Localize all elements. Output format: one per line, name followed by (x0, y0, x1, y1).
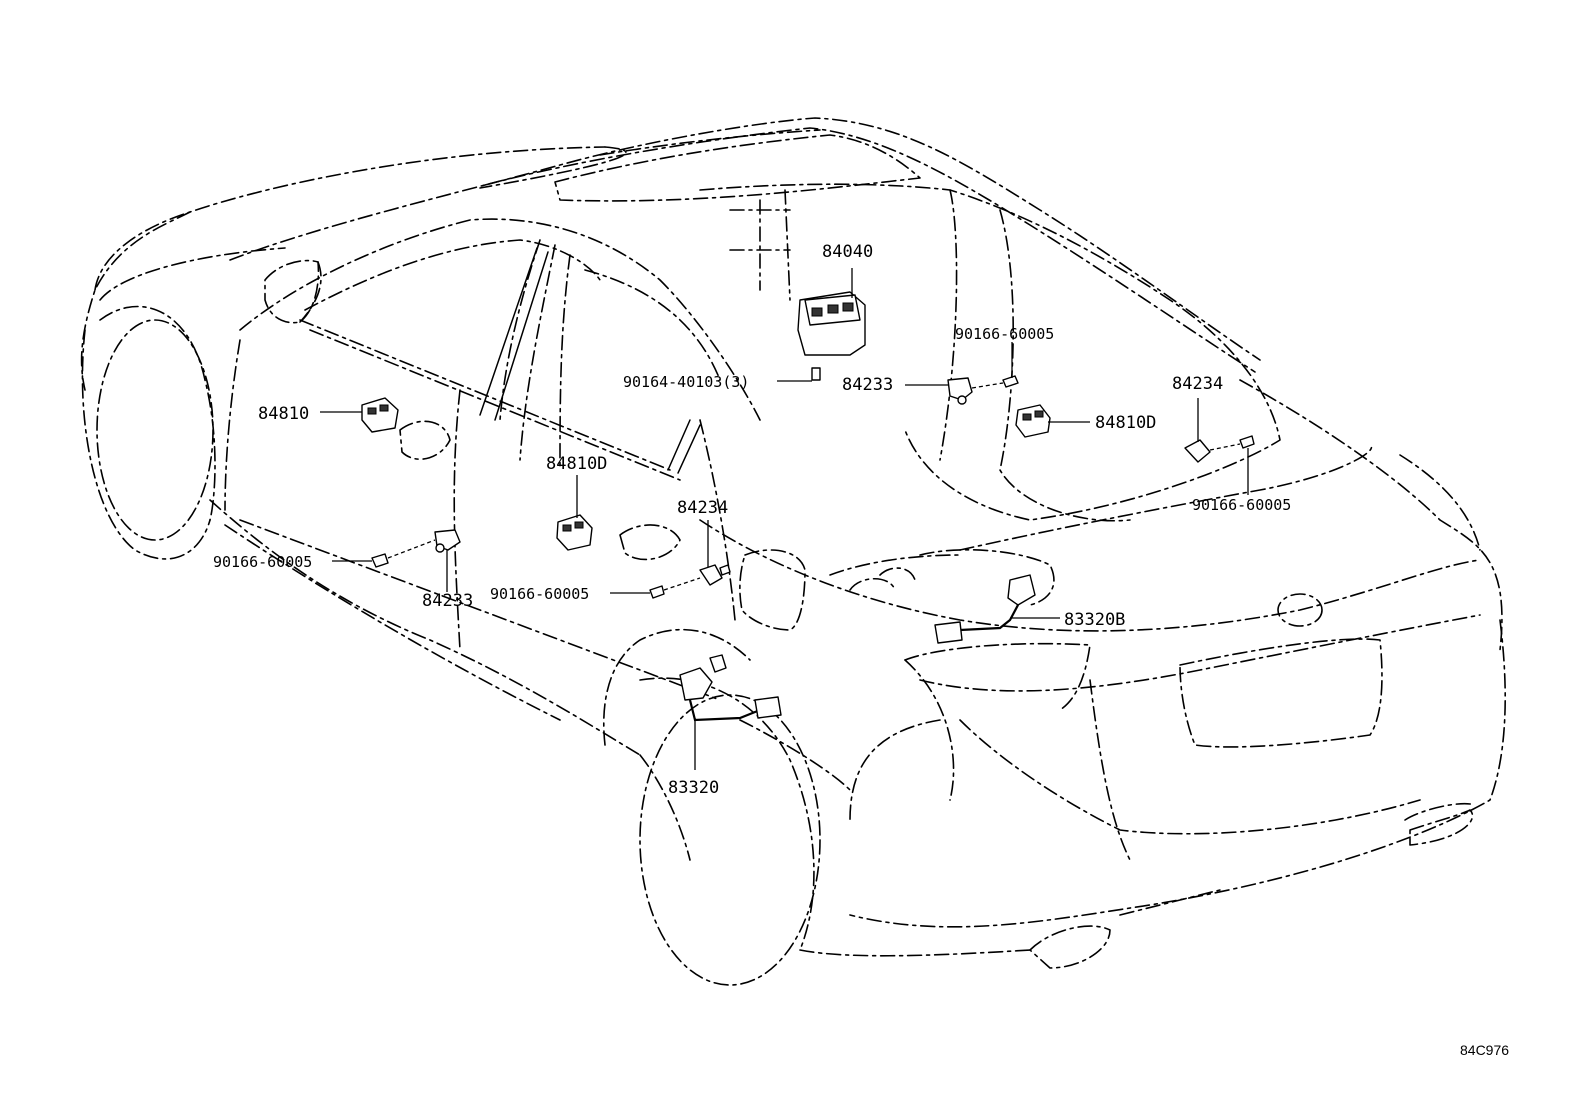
label-84233-lower[interactable]: 84233 (422, 591, 473, 611)
label-84234-upper[interactable]: 84234 (1172, 374, 1223, 394)
label-84234-center[interactable]: 84234 (677, 498, 728, 518)
part-84810D-switch-center[interactable] (556, 475, 593, 551)
label-84810D-center[interactable]: 84810D (546, 454, 607, 474)
car-body-outline (80, 117, 1507, 986)
label-84810[interactable]: 84810 (258, 404, 309, 424)
part-84810D-switch-right[interactable] (1015, 404, 1090, 438)
part-84234-switch-center[interactable] (610, 520, 731, 599)
part-84233-switch-lower[interactable] (332, 529, 461, 592)
part-84810-switch[interactable] (320, 397, 399, 433)
label-90166-60005-center[interactable]: 90166-60005 (490, 585, 589, 603)
label-90166-60005-left[interactable]: 90166-60005 (213, 553, 312, 571)
part-90164-screw[interactable] (777, 367, 821, 382)
part-84040-switch[interactable] (797, 268, 866, 356)
part-84234-switch-upper[interactable] (1184, 398, 1255, 495)
part-83320B-actuator[interactable] (934, 574, 1060, 644)
label-84810D-right[interactable]: 84810D (1095, 413, 1156, 433)
label-83320B[interactable]: 83320B (1064, 610, 1125, 630)
label-90166-60005-right[interactable]: 90166-60005 (1192, 496, 1291, 514)
part-labels: 84040 90166-60005 90164-40103(3) 84233 8… (213, 242, 1291, 798)
label-84040[interactable]: 84040 (822, 242, 873, 262)
part-83320-actuator[interactable] (679, 654, 782, 770)
label-84233-upper[interactable]: 84233 (842, 375, 893, 395)
label-90164-40103[interactable]: 90164-40103(3) (623, 373, 749, 391)
part-84233-switch-upper[interactable] (905, 342, 1019, 405)
diagram-code: 84C976 (1460, 1042, 1509, 1058)
label-90166-60005-upper[interactable]: 90166-60005 (955, 325, 1054, 343)
label-83320[interactable]: 83320 (668, 778, 719, 798)
